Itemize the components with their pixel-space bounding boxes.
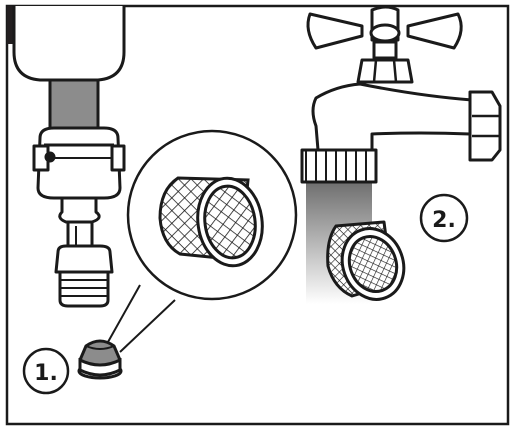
magnifier-circle (126, 129, 298, 301)
callout-2: 2. (419, 193, 469, 243)
callout-1-label: 1. (34, 361, 58, 386)
faucet (300, 5, 502, 184)
callout-leader-lines (107, 284, 176, 353)
small-screen-filter (77, 339, 123, 380)
callout-1: 1. (22, 347, 70, 395)
hose-fitting (12, 6, 126, 308)
screen-filter-enlarged (158, 176, 264, 268)
screen-filter-insert (326, 220, 406, 301)
callout-2-label: 2. (432, 208, 456, 233)
